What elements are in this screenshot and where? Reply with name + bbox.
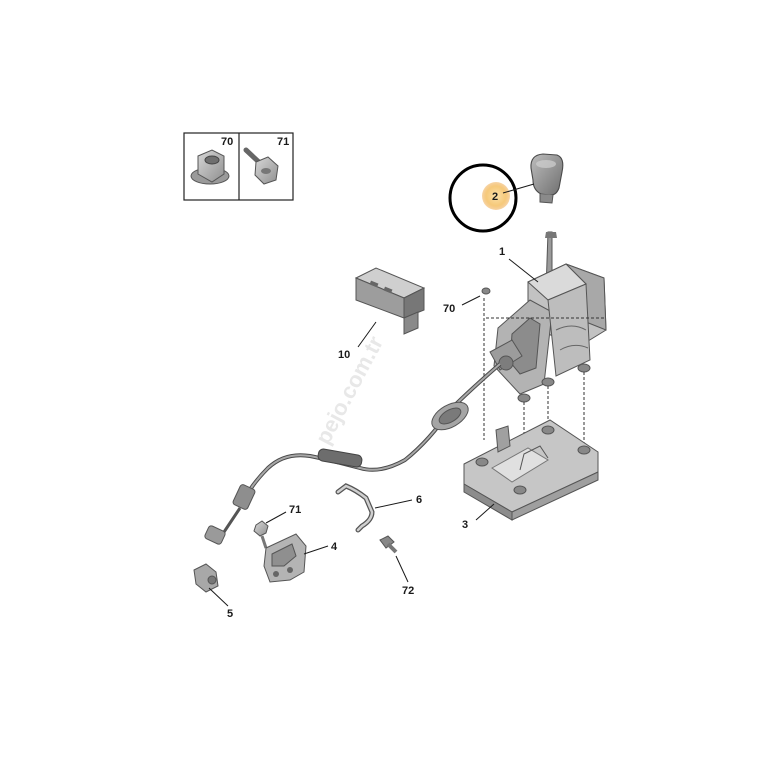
cable-clip (335, 483, 375, 533)
callout-10: 10 (338, 349, 350, 361)
inset-label-71: 71 (277, 136, 289, 148)
callout-71: 71 (289, 504, 301, 516)
bolt-71 (253, 520, 269, 549)
highlight-ring (448, 163, 518, 233)
base-plate (463, 419, 599, 521)
fastener-inset: 70 71 (183, 132, 294, 201)
callout-3: 3 (462, 519, 468, 531)
bolt-icon (243, 147, 279, 185)
bolt-72 (379, 535, 398, 554)
inset-label-70: 70 (221, 136, 233, 148)
callout-6: 6 (416, 494, 422, 506)
shifter-assembly (489, 231, 607, 403)
callout-2: 2 (492, 191, 498, 203)
mounting-bracket (263, 533, 307, 583)
cable-end-clip (193, 563, 219, 593)
callout-5: 5 (227, 608, 233, 620)
switch-module (354, 267, 426, 335)
gear-knob (530, 153, 564, 204)
small-nut-70 (481, 287, 491, 295)
callout-4: 4 (331, 541, 338, 553)
callout-1: 1 (499, 246, 505, 258)
flange-nut-icon (190, 149, 230, 185)
highlight-dot (482, 182, 510, 210)
callout-72: 72 (402, 585, 414, 597)
callout-70: 70 (443, 303, 455, 315)
shift-cable (204, 362, 502, 545)
